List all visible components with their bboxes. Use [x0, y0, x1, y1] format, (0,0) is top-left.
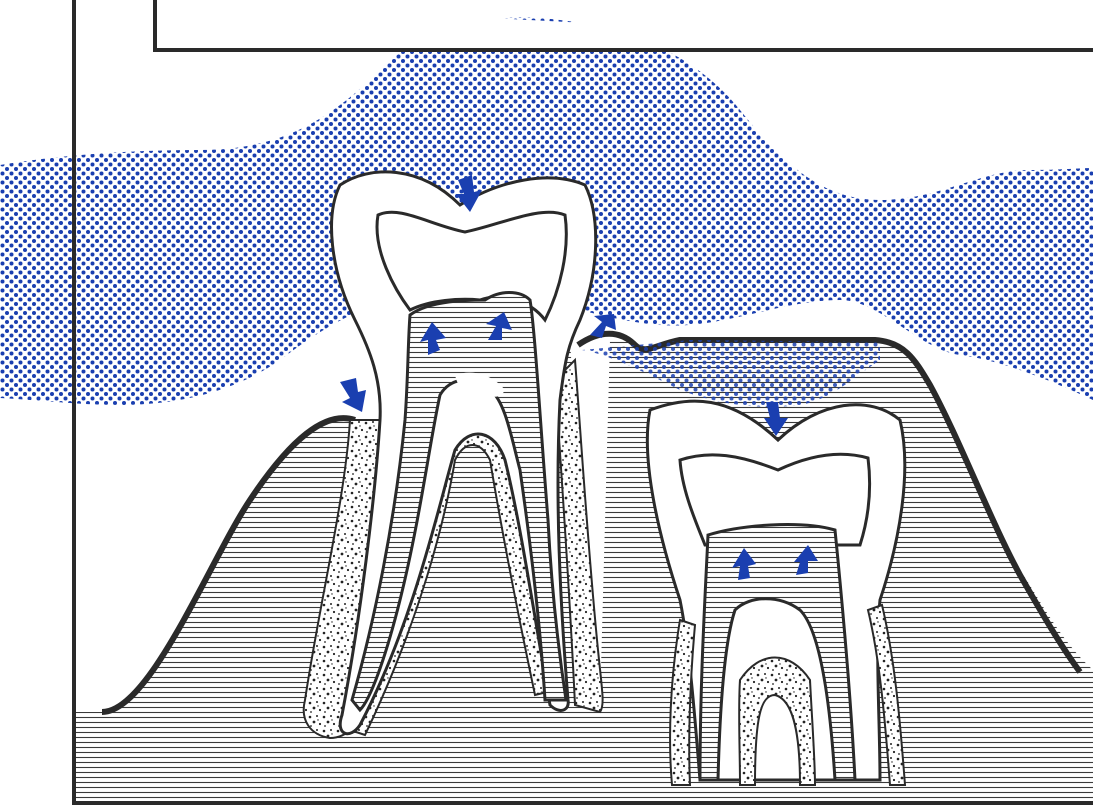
arrow-down-right-icon [340, 378, 366, 412]
